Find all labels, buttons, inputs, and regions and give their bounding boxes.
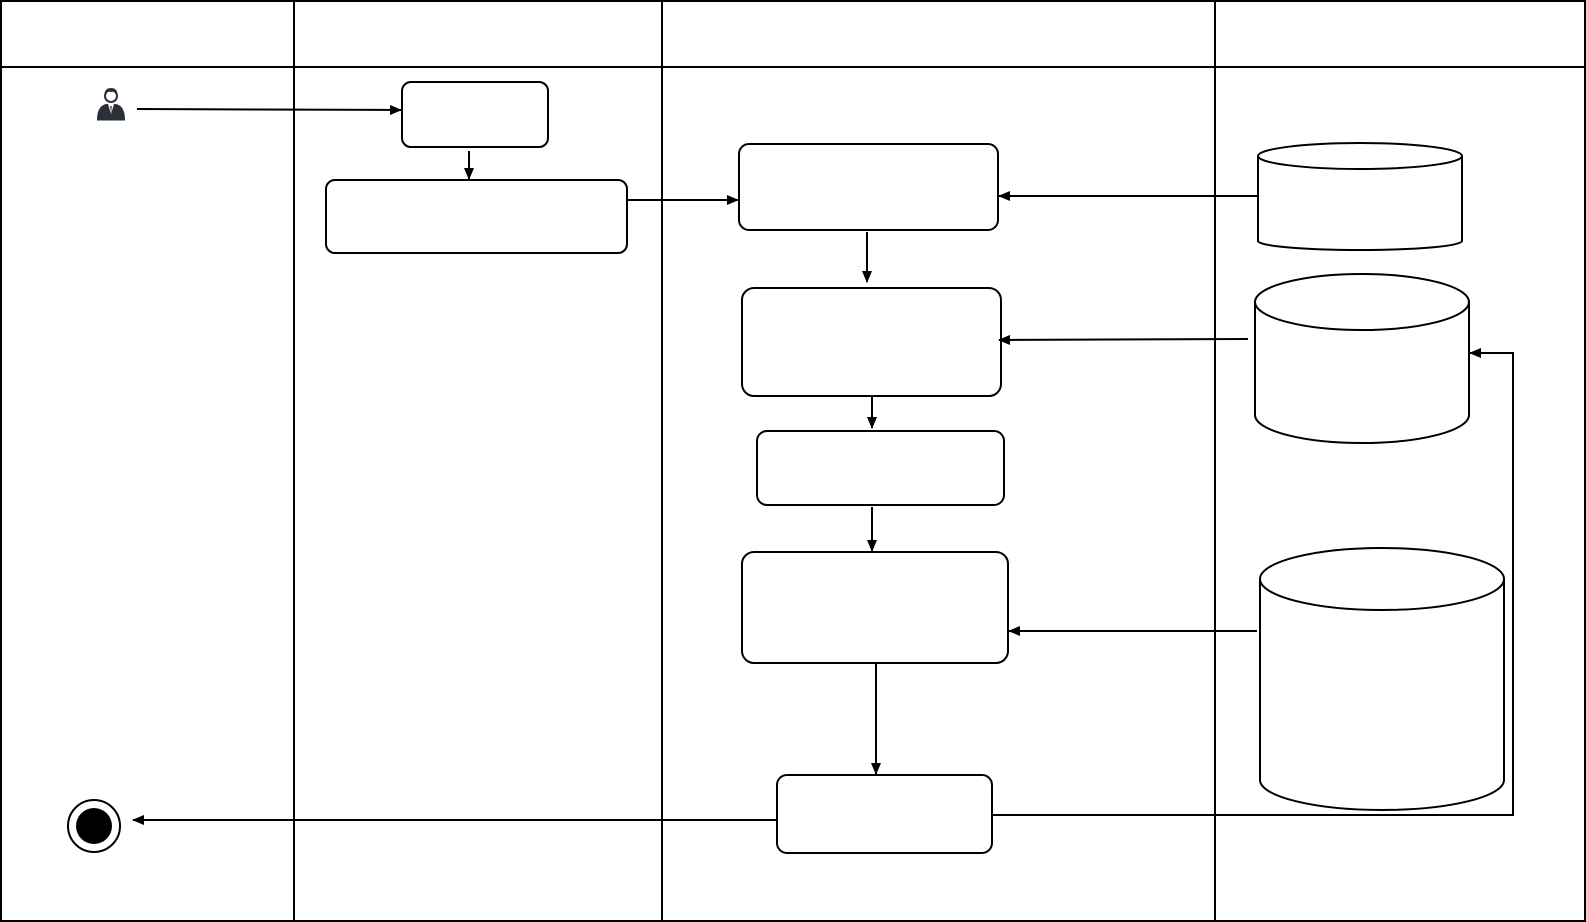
edge-db2-a4 xyxy=(998,334,1249,345)
activity-a6 xyxy=(741,551,1009,664)
datastore-db1 xyxy=(1257,142,1463,251)
final-node xyxy=(67,799,121,853)
activity-a5 xyxy=(756,430,1005,506)
connectors xyxy=(132,104,1514,825)
activity-a3 xyxy=(738,143,999,231)
edge-a7-db2 xyxy=(993,348,1514,816)
activity-a2 xyxy=(325,179,628,254)
datastore-db2 xyxy=(1254,273,1470,444)
datastore-db3 xyxy=(1259,547,1505,811)
edge-actor-a1 xyxy=(136,104,402,115)
actor-icon xyxy=(97,88,125,121)
activity-a7 xyxy=(776,774,993,854)
activity-a1 xyxy=(401,81,549,148)
activity-a4 xyxy=(741,287,1002,397)
